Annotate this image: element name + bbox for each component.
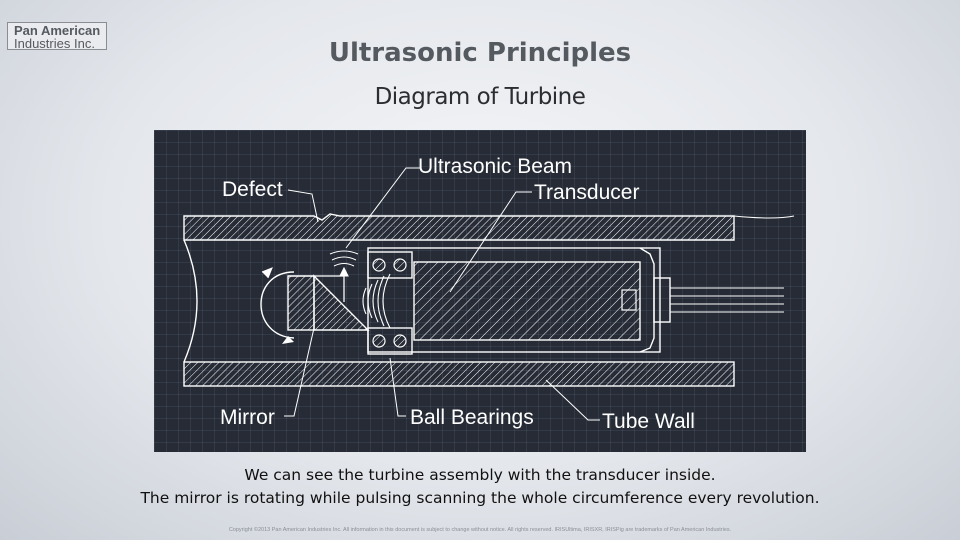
caption-line-2: The mirror is rotating while pulsing sca…: [140, 489, 820, 507]
leader-lines: [284, 167, 600, 421]
logo-line-2: Industries Inc.: [14, 36, 95, 51]
ball-bearings-top: [367, 251, 413, 279]
ball-bearings-bottom: [367, 327, 413, 355]
label-defect: Defect: [222, 178, 283, 201]
label-transducer: Transducer: [534, 181, 639, 204]
slide-subtitle: Diagram of Turbine: [374, 84, 586, 110]
turbine-diagram-svg: Defect Ultrasonic Beam Transducer Mirror…: [183, 155, 795, 433]
label-tube-wall: Tube Wall: [602, 410, 695, 433]
caption-line-1: We can see the turbine assembly with the…: [244, 466, 716, 484]
ultrasonic-waves: [329, 250, 391, 329]
cable-connector: [653, 277, 784, 323]
turbine-diagram: Defect Ultrasonic Beam Transducer Mirror…: [154, 130, 806, 452]
rotation-arrow: [260, 267, 295, 344]
copyright-notice: Copyright ©2013 Pan American Industries …: [228, 527, 732, 533]
label-mirror: Mirror: [220, 406, 275, 429]
label-ball-bearings: Ball Bearings: [410, 406, 534, 429]
tube-wall-bottom: [183, 361, 735, 387]
company-logo: Pan American Industries Inc.: [7, 22, 107, 50]
mirror: [287, 274, 370, 331]
slide-title: Ultrasonic Principles: [328, 38, 632, 68]
tube-wall-top: [183, 213, 735, 241]
logo-line-1: Pan American: [14, 23, 101, 38]
label-ultrasonic-beam: Ultrasonic Beam: [418, 155, 572, 178]
tube-end-right-top: [733, 215, 795, 219]
tube-end-left: [183, 239, 198, 363]
